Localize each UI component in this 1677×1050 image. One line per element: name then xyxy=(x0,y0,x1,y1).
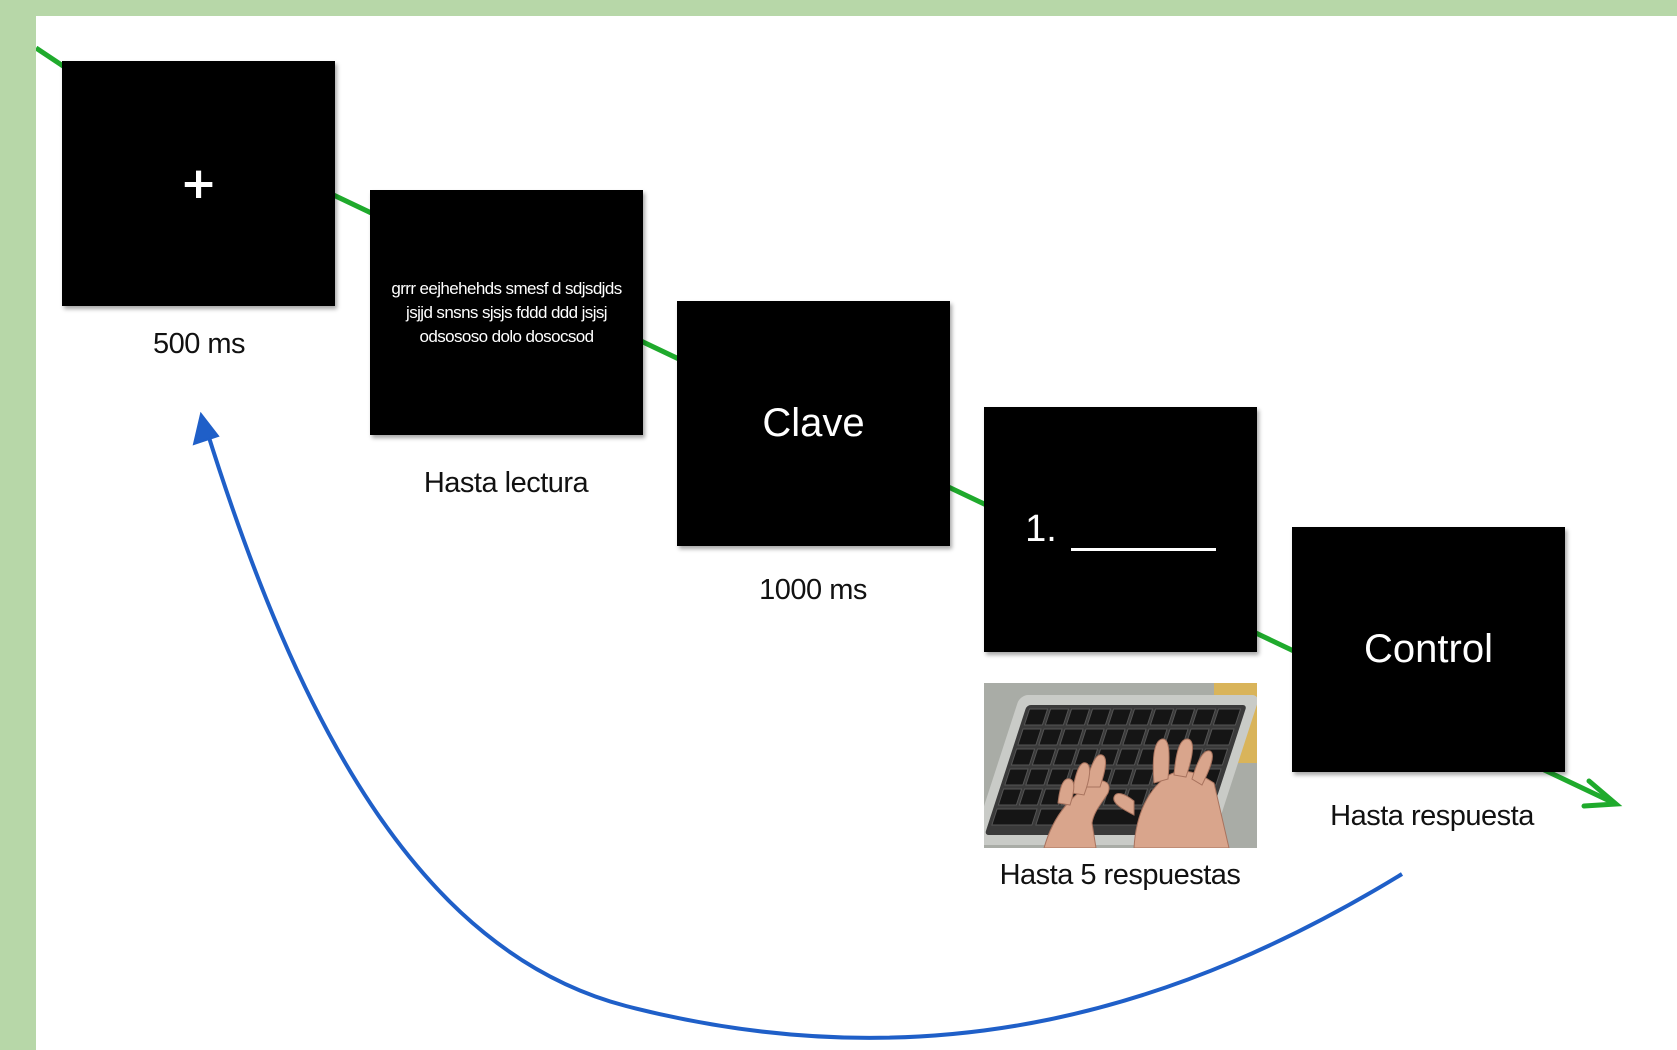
cue-duration-label: 1000 ms xyxy=(759,574,867,606)
passage-line: grrr eejhehehds smesf d sdjsdjds xyxy=(391,278,622,298)
fixation-duration-label: 500 ms xyxy=(152,328,246,360)
passage-line: odsososo dolo dosocsod xyxy=(419,326,595,346)
recall-prompt: 1. xyxy=(1025,508,1216,551)
recall-number: 1. xyxy=(1025,508,1057,550)
cue-screen: Clave xyxy=(677,301,950,546)
control-duration-label: Hasta respuesta xyxy=(1330,800,1534,832)
cue-word: Clave xyxy=(762,401,865,445)
reading-duration-label: Hasta lectura xyxy=(423,467,589,499)
keyboard-typing-hands-photo xyxy=(984,683,1257,848)
control-word: Control xyxy=(1364,627,1493,671)
recall-screen: 1. xyxy=(984,407,1257,652)
fixation-cross: + xyxy=(180,158,217,209)
flow-arrowhead xyxy=(1581,778,1623,809)
reading-passage: grrr eejhehehds smesf d sdjsdjds jsjjd s… xyxy=(383,277,629,349)
fixation-screen: + xyxy=(62,61,335,306)
recall-blank-line xyxy=(1070,518,1216,551)
diagram-canvas: + 500 ms grrr eejhehehds smesf d sdjsdjd… xyxy=(36,16,1677,1050)
passage-line: jsjjd snsns sjsjs fddd ddd jsjsj xyxy=(406,302,608,322)
reading-screen: grrr eejhehehds smesf d sdjsdjds jsjjd s… xyxy=(370,190,643,435)
control-screen: Control xyxy=(1292,527,1565,772)
recall-duration-label: Hasta 5 respuestas xyxy=(999,859,1241,891)
loop-arrowhead xyxy=(192,411,220,446)
loop-arrow xyxy=(204,427,1404,1040)
